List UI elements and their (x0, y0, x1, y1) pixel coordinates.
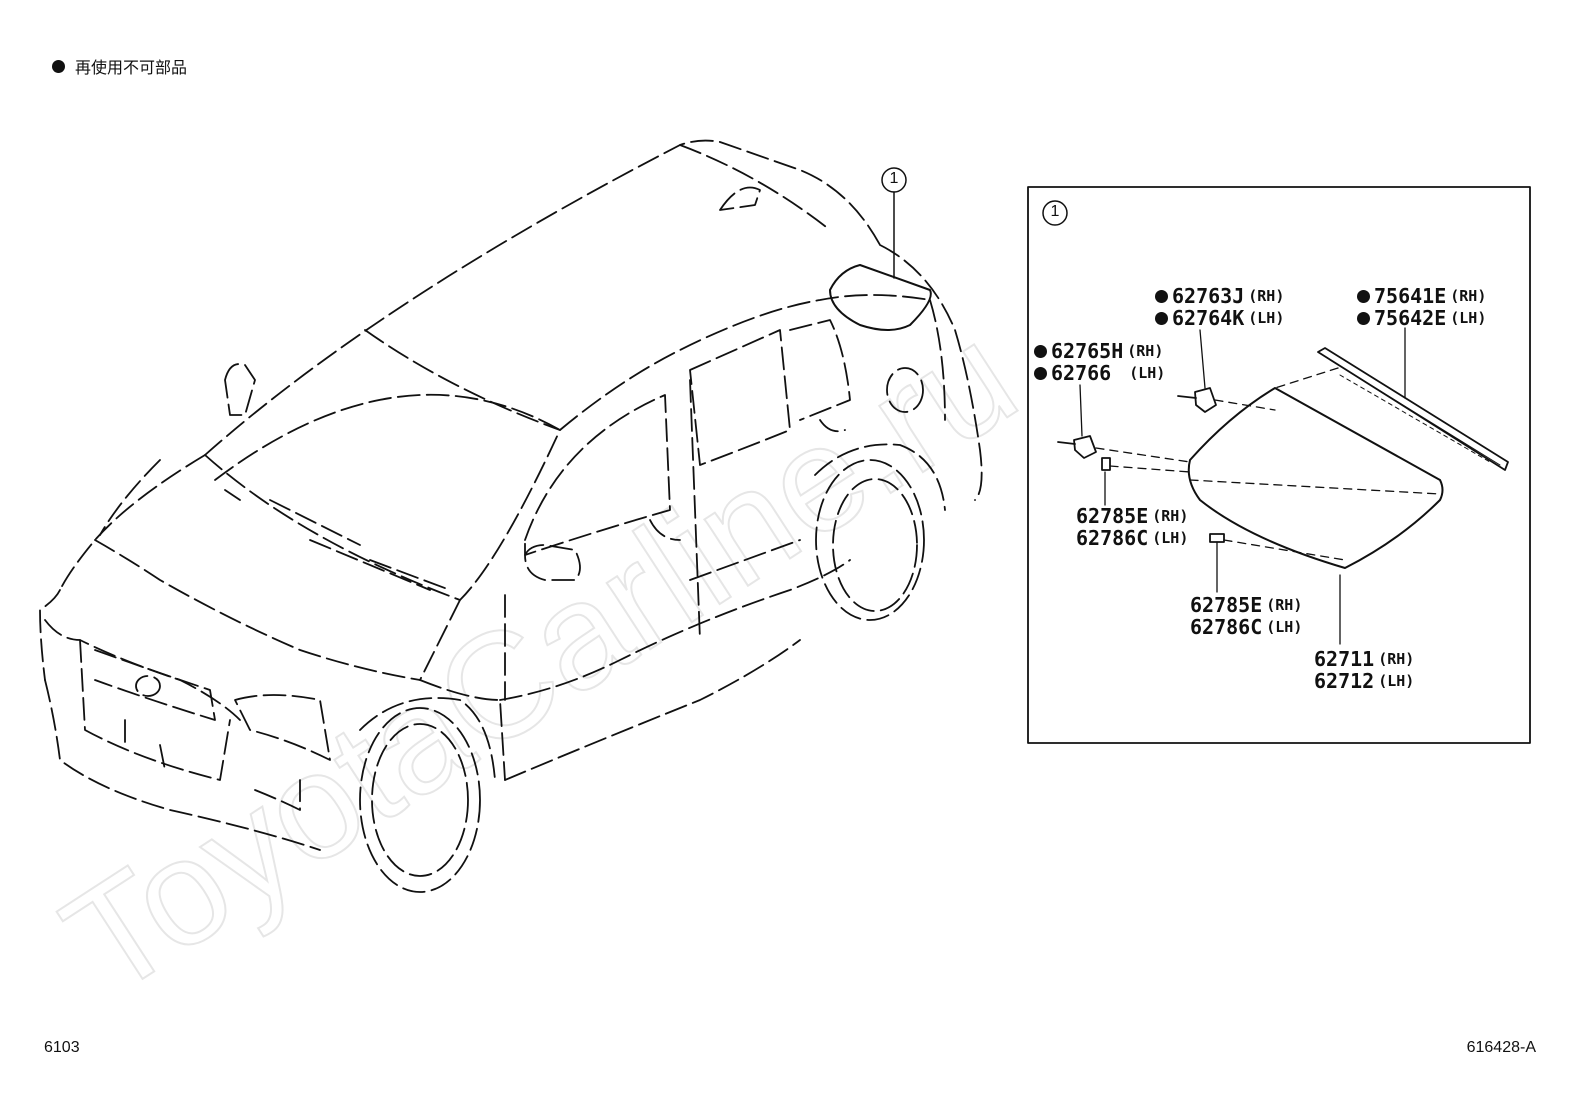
part-label[interactable]: 75642E(LH) (1357, 307, 1486, 329)
clip-62765h (1073, 435, 1097, 459)
legend: 再使用不可部品 (52, 54, 187, 78)
spacer-upper (1101, 457, 1111, 471)
quarter-glass-shape (1187, 387, 1444, 569)
callout-circle-box (1042, 200, 1068, 226)
part-label[interactable]: 75641E(RH) (1357, 285, 1486, 307)
spacer-lower (1209, 533, 1225, 543)
non-reusable-dot-icon (1357, 289, 1370, 303)
page-code-left: 6103 (44, 1039, 80, 1056)
part-label[interactable]: 62785E(RH) (1076, 504, 1189, 528)
part-label[interactable]: 62786C(LH) (1076, 526, 1189, 550)
part-label[interactable]: 62766(LH) (1034, 362, 1165, 384)
callout-label-car: 1 (889, 170, 899, 187)
detail-box (1027, 186, 1531, 744)
vehicle-outline (39, 139, 983, 893)
non-reusable-dot-icon (1034, 366, 1047, 380)
page-code-right: 616428-A (1466, 1039, 1536, 1056)
non-reusable-dot-icon (1155, 311, 1168, 325)
part-label[interactable]: 62763J(RH) (1155, 285, 1284, 307)
callout-label-box: 1 (1050, 203, 1060, 220)
quarter-window-highlight (829, 264, 932, 331)
part-label[interactable]: 62764K(LH) (1155, 307, 1284, 329)
part-label[interactable]: 62711(RH) (1314, 647, 1415, 671)
non-reusable-dot-icon (52, 59, 65, 73)
clip-62763j (1194, 387, 1217, 413)
part-label[interactable]: 62712(LH) (1314, 669, 1415, 693)
non-reusable-dot-icon (1357, 311, 1370, 325)
legend-text: 再使用不可部品 (75, 60, 188, 77)
part-label[interactable]: 62786C(LH) (1190, 615, 1303, 639)
non-reusable-dot-icon (1034, 344, 1047, 358)
non-reusable-dot-icon (1155, 289, 1168, 303)
molding-shape (1317, 347, 1509, 471)
part-label[interactable]: 62785E(RH) (1190, 593, 1303, 617)
part-label[interactable]: 62765H(RH) (1034, 340, 1163, 362)
